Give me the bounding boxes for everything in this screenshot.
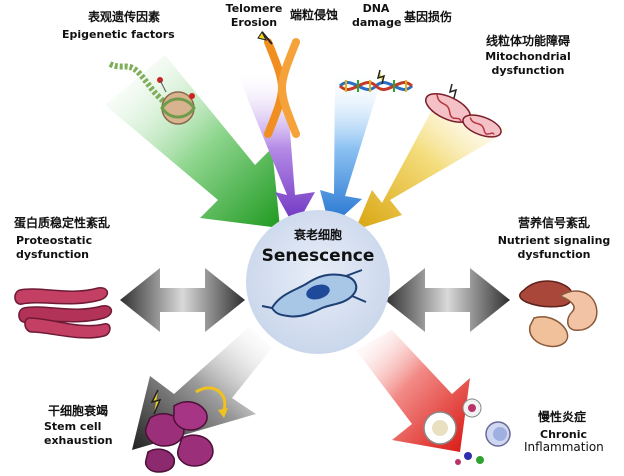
center-label-en: Senescence: [261, 246, 375, 266]
epigenetic-label-en: Epigenetic factors: [62, 28, 175, 41]
arrow-mitochondrial: [355, 95, 510, 230]
proteostatic-label-zh: 蛋白质稳定性紊乱: [14, 216, 111, 230]
inflammation-label-en-1: Chronic: [540, 428, 588, 441]
nutrient-label-en-1: Nutrient signaling: [497, 234, 611, 247]
mitochondrial-label-en-2: dysfunction: [491, 64, 565, 77]
epigenetic-label-zh: 表观遗传因素: [88, 10, 161, 24]
arrow-epigenetic: [105, 55, 280, 228]
immune-cells-icon: [423, 398, 511, 465]
nutrient-label-en-2: dysfunction: [517, 248, 591, 261]
dna-label-en-2: damage: [352, 16, 402, 29]
inflammation-label-zh: 慢性炎症: [538, 410, 587, 424]
organs-icon: [519, 280, 598, 348]
epigenetic-icon: [108, 61, 196, 125]
chromosome-icon: [257, 31, 300, 138]
dna-label-zh: 基因损伤: [404, 10, 453, 24]
proteostatic-label-en-2: dysfunction: [16, 248, 89, 261]
stemcell-label-zh: 干细胞衰竭: [48, 404, 109, 418]
arrow-telomere: [235, 68, 315, 228]
telomere-label-en-2: Erosion: [230, 16, 278, 29]
telomere-label-zh: 端粒侵蚀: [290, 8, 339, 22]
dna-helix-icon: [338, 69, 414, 92]
mitochondrial-label-en-1: Mitochondrial: [485, 50, 571, 63]
center-label-zh: 衰老细胞: [293, 228, 342, 242]
mitochondria-icon: [425, 83, 502, 138]
telomere-label-en-1: Telomere: [225, 2, 283, 15]
arrow-proteostatic: [120, 268, 245, 332]
arrow-dna: [320, 68, 385, 228]
stemcell-label-en-1: Stem cell: [44, 420, 102, 433]
dna-label-en-1: DNA: [362, 2, 390, 15]
proteostatic-label-en-1: Proteostatic: [16, 234, 93, 247]
stem-cells-icon: [144, 386, 228, 473]
inflammation-label-en-2: Inflammation: [524, 440, 604, 454]
mitochondrial-label-zh: 线粒体功能障碍: [485, 34, 570, 48]
senescent-cell-icon: [261, 269, 367, 318]
stemcell-label-en-2: exhaustion: [44, 434, 113, 447]
protein-aggregate-icon: [14, 287, 113, 339]
nutrient-label-zh: 营养信号紊乱: [517, 216, 590, 230]
arrow-nutrient: [385, 268, 510, 332]
